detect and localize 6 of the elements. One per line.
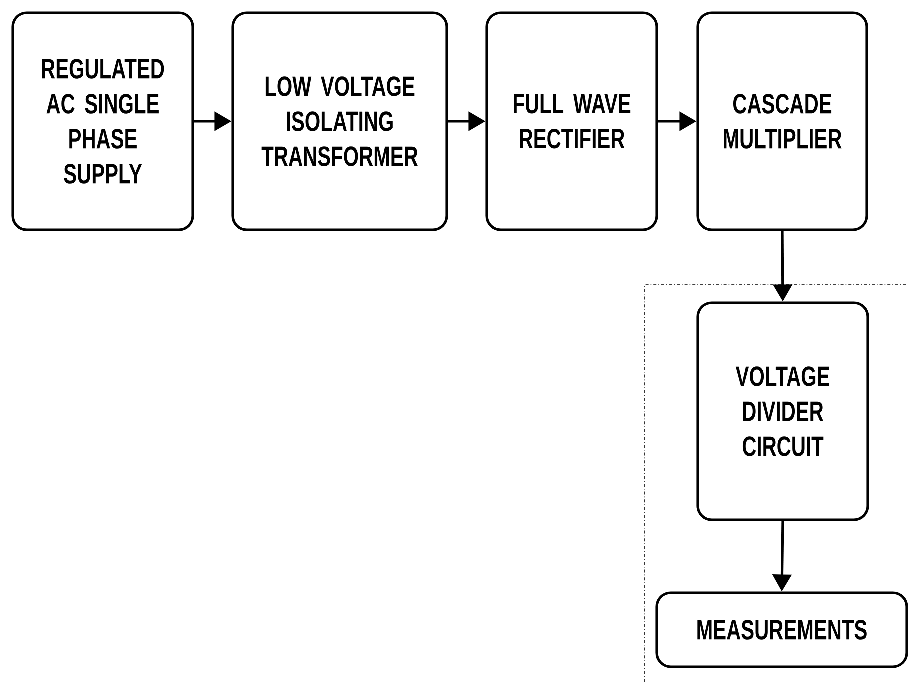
process-box: CASCADE MULTIPLIER [696, 12, 868, 232]
process-box: FULL WAVE RECTIFIER [486, 12, 658, 232]
process-box: REGULATED AC SINGLE PHASE SUPPLY [12, 12, 194, 232]
process-box: VOLTAGE DIVIDER CIRCUIT [696, 302, 870, 522]
process-box: MEASUREMENTS [656, 592, 908, 668]
process-box: LOW VOLTAGE ISOLATING TRANSFORMER [232, 12, 448, 232]
